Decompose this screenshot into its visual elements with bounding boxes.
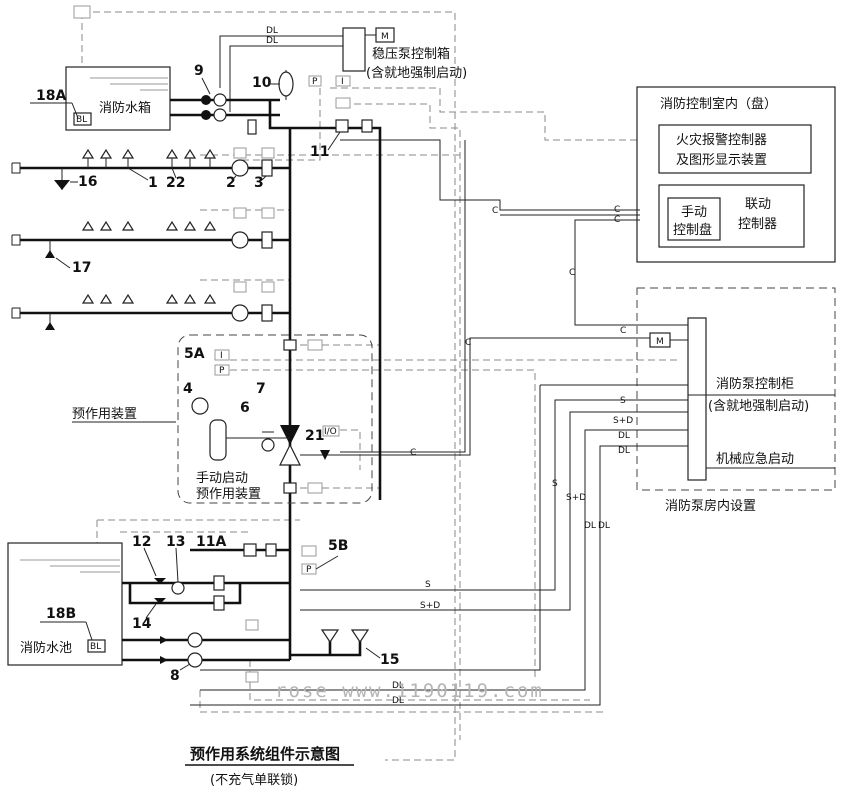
fire-pumps-area: 12 13 14 8 11A 5B P — [122, 534, 348, 684]
control-room-box: 消防控制室内（盘） 火灾报警控制器 及图形显示装置 手动 控制盘 联动 控制器 — [636, 86, 836, 263]
watermark: rose www.1190119.com — [275, 680, 544, 702]
fire-pool-label: 消防水池 — [20, 640, 72, 656]
motor-m-text: M — [656, 337, 664, 347]
stab-i-text: I — [341, 77, 344, 87]
fire-alarm-controller-box — [658, 124, 812, 174]
fire-alarm-controller-label: 火灾报警控制器 — [676, 132, 767, 148]
wire-label-dl-3: DL — [584, 521, 596, 531]
wire-label-dl-2: DL — [618, 446, 630, 456]
branch1-signal-box-2 — [261, 147, 275, 159]
control-room-label: 消防控制室内（盘） — [660, 96, 777, 112]
sprinkler-branch-3 — [11, 281, 290, 330]
wire-label-c-3: C — [614, 215, 620, 225]
pump-p-text: P — [306, 565, 312, 575]
linkage-label-1: 联动 — [745, 197, 771, 212]
manual-panel-label-1: 手动 — [681, 205, 707, 220]
tag-16: 16 — [78, 174, 97, 190]
tag-11: 11 — [310, 144, 329, 160]
wire-label-sd-3: S+D — [420, 601, 440, 611]
tag-13: 13 — [166, 534, 185, 550]
linkage-label-2: 控制器 — [738, 217, 777, 232]
wire-label-dl-6: DL — [392, 696, 404, 706]
control-wires — [190, 139, 688, 706]
tag-7: 7 — [256, 381, 266, 397]
stabilizer-pump-control-box: M 稳压泵控制箱 (含就地强制启动) DL DL P I — [219, 26, 467, 112]
manual-panel-label-2: 控制盘 — [673, 222, 712, 238]
tag-14: 14 — [132, 616, 152, 632]
wire-label-s-2: S — [552, 479, 558, 489]
tag-10: 10 — [252, 75, 272, 91]
stabilizer-m-text: M — [381, 32, 389, 42]
wire-label-c-7: C — [410, 448, 416, 458]
graphic-display-label: 及图形显示装置 — [676, 153, 767, 168]
diagram-caption: 预作用系统组件示意图 — [190, 745, 340, 763]
wire-label-c-6: C — [465, 338, 471, 348]
stabilizer-box-label: 稳压泵控制箱 — [372, 46, 450, 62]
pump-adapter-15: 15 — [290, 629, 399, 668]
wire-label-dl-5: DL — [392, 681, 404, 691]
tag-17: 17 — [72, 260, 91, 276]
wire-label-dl-4: DL — [598, 521, 610, 531]
wire-label-sd-2: S+D — [566, 493, 586, 503]
fire-water-pool: 消防水池 BL 18B — [7, 542, 123, 666]
branch1-signal-box — [233, 147, 247, 159]
manual-control-panel-box — [667, 197, 721, 241]
tag-5b: 5B — [328, 538, 348, 554]
stabilizer-local-label: (含就地强制启动) — [366, 65, 467, 81]
tag-18b: 18B — [46, 606, 76, 622]
manual-start-label: 手动启动 — [196, 471, 248, 486]
tag-9: 9 — [194, 63, 204, 79]
signal-lines — [81, 11, 680, 761]
pump-control-cabinet — [687, 317, 707, 481]
stab-dl-2: DL — [266, 36, 278, 46]
wire-label-s-3: S — [425, 580, 431, 590]
tag-15: 15 — [380, 652, 399, 668]
pump-cabinet-local-label: (含就地强制启动) — [708, 398, 809, 414]
pump-cabinet-label: 消防泵控制柜 — [716, 376, 794, 392]
fire-tank-label: 消防水箱 — [99, 100, 151, 116]
pool-bl-text: BL — [90, 642, 101, 652]
preaction-device-label: 预作用装置 — [72, 407, 137, 422]
tag-21: 21 — [305, 428, 324, 444]
tag-11a: 11A — [196, 534, 226, 550]
tag-8: 8 — [170, 668, 180, 684]
tag-18a: 18A — [36, 88, 66, 104]
wire-label-sd-1: S+D — [613, 416, 633, 426]
wire-label-s-1: S — [620, 396, 626, 406]
tank-bl-text: BL — [76, 115, 87, 125]
tag-3: 3 — [254, 175, 264, 191]
tag-4: 4 — [183, 381, 193, 397]
stabilizer-pumps: 9 10 11 — [170, 63, 382, 500]
wire-label-c-5: C — [620, 326, 626, 336]
wire-label-dl-1: DL — [618, 431, 630, 441]
preaction-device-label-2: 预作用装置 — [196, 487, 261, 502]
tag-1: 1 — [148, 175, 158, 191]
pump-room-area: 消防泵控制柜 (含就地强制启动) 机械应急启动 消防泵房内设置 M — [636, 287, 836, 514]
preaction-p-text: P — [219, 366, 225, 376]
sprinkler-branch-2 — [11, 207, 290, 258]
tag-6: 6 — [240, 400, 250, 416]
pump-room-label: 消防泵房内设置 — [665, 498, 756, 514]
wire-label-c-4: C — [569, 268, 575, 278]
wire-label-c-2: C — [614, 205, 620, 215]
tag-2: 2 — [226, 175, 236, 191]
preaction-device-area: 预作用装置 5A I P 4 6 7 21 I/O 手动启动 预作用装置 — [72, 334, 373, 504]
tag-12: 12 — [132, 534, 151, 550]
diagram-caption-sub: (不充气单联锁) — [210, 772, 298, 788]
flow-switch-11 — [335, 119, 349, 133]
fire-water-tank: 消防水箱 BL 18A — [30, 5, 171, 131]
mechanical-emergency-start-label: 机械应急启动 — [716, 451, 794, 467]
sprinkler-branch-1 — [11, 148, 290, 190]
preaction-io-text: I/O — [324, 427, 337, 437]
stab-p-text: P — [312, 77, 318, 87]
wire-label-c-1: C — [492, 206, 498, 216]
preaction-i-text: I — [220, 351, 223, 361]
tag-5a: 5A — [184, 346, 205, 362]
tag-22: 22 — [166, 175, 185, 191]
stab-dl-1: DL — [266, 26, 278, 36]
